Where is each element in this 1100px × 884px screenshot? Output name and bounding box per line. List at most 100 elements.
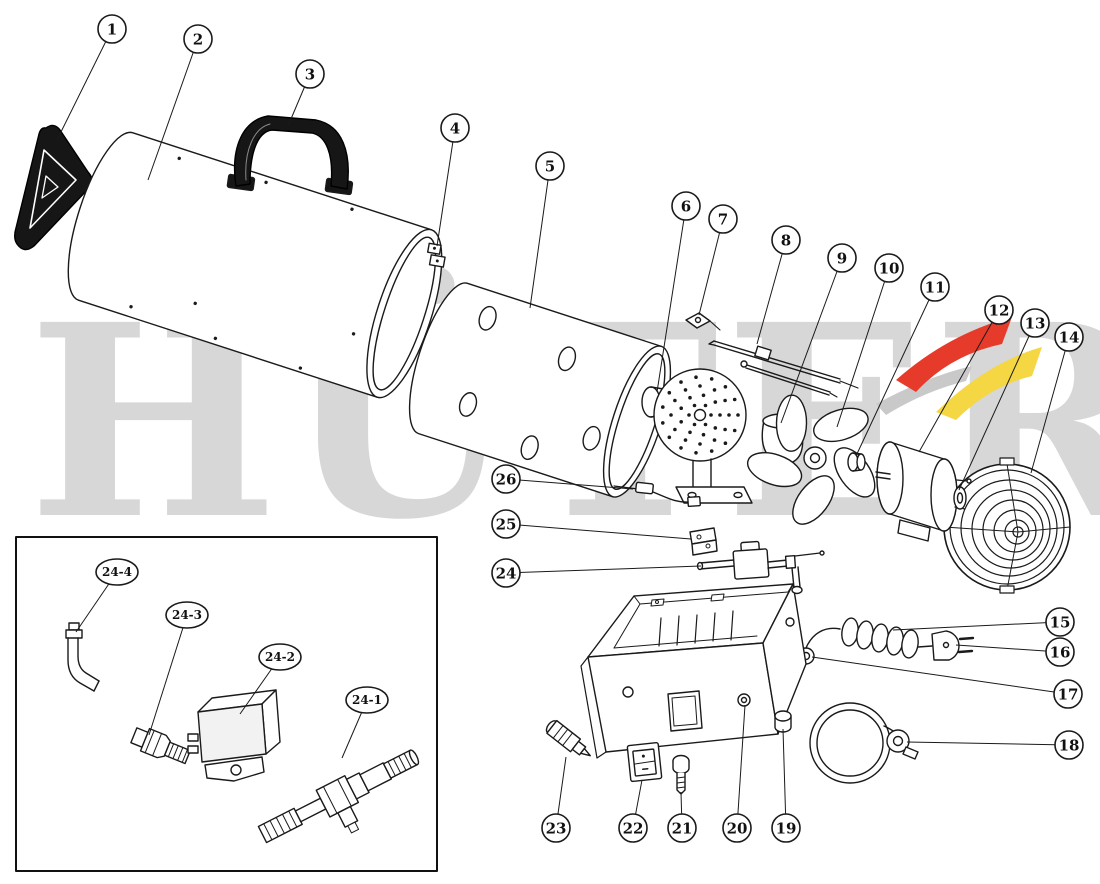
callout-number: 16	[1050, 644, 1071, 662]
part-24-1-valve-body	[257, 749, 420, 844]
callout-bubble	[771, 225, 801, 255]
callout-leader-line	[958, 322, 1036, 491]
part-25-bracket	[689, 527, 718, 556]
callout-number: 7	[718, 211, 728, 229]
callout-number: 22	[623, 820, 644, 838]
callout-5: 5	[529, 151, 565, 309]
part-11-shaft-nut	[847, 452, 866, 472]
callout-number: 14	[1059, 329, 1080, 347]
callout-bubble	[708, 204, 738, 234]
part-18-gas-hose	[809, 702, 919, 784]
callout-number: 2	[193, 31, 203, 49]
part-23-igniter	[545, 719, 591, 757]
callout-number: 24-1	[352, 693, 382, 707]
callout-24-4: 24-4	[75, 558, 139, 633]
part-8-ignition-electrode	[708, 340, 859, 389]
callout-number: 17	[1058, 686, 1079, 704]
inset-box	[15, 536, 438, 872]
callout-21: 21	[667, 791, 697, 843]
part-24-4-elbow	[65, 622, 100, 692]
callout-number: 11	[925, 279, 946, 297]
callout-bubble	[827, 243, 857, 273]
callout-leader-line	[756, 239, 787, 345]
callout-number: 15	[1050, 614, 1071, 632]
callout-9: 9	[780, 243, 857, 424]
part-24-2-solenoid	[187, 689, 281, 782]
callout-8: 8	[756, 225, 801, 345]
part-2-outer-shell	[67, 131, 443, 399]
callout-6: 6	[656, 191, 701, 393]
callout-bubble	[535, 151, 565, 181]
callout-bubble	[722, 813, 752, 843]
callout-bubble	[1020, 308, 1050, 338]
callout-15: 15	[892, 607, 1075, 637]
part-19-cap	[774, 710, 792, 733]
part-1-front-guard	[14, 124, 93, 251]
callout-bubble	[491, 509, 521, 539]
callout-bubble	[671, 191, 701, 221]
callout-number: 1	[107, 21, 117, 39]
callout-number: 13	[1025, 315, 1046, 333]
callout-bubble	[295, 59, 325, 89]
callout-layer: 1234567891011121314151617181920212223242…	[56, 14, 1084, 843]
callout-4: 4	[436, 113, 470, 247]
callout-number: 6	[681, 198, 691, 216]
part-24-gas-valve	[696, 540, 825, 595]
logo-gray-band	[876, 366, 972, 415]
callout-number: 12	[989, 302, 1010, 320]
callout-20: 20	[722, 704, 752, 843]
callout-17: 17	[811, 656, 1083, 709]
callout-number: 25	[496, 516, 517, 534]
callout-bubble	[491, 464, 521, 494]
callout-leader-line	[147, 38, 199, 181]
callout-14: 14	[1030, 322, 1084, 474]
callout-leader-line	[436, 127, 456, 247]
callout-bubble	[165, 601, 209, 629]
callout-24: 24	[491, 558, 702, 588]
callout-bubble	[984, 295, 1014, 325]
part-26-electrode	[613, 481, 701, 508]
part-13-washer	[953, 486, 967, 510]
callout-bubble	[541, 813, 571, 843]
callout-leader-line	[656, 205, 687, 393]
callout-number: 24-4	[102, 565, 132, 579]
part-4-clip	[426, 242, 446, 268]
callout-bubble	[258, 643, 302, 671]
callout-number: 23	[546, 820, 567, 838]
callout-leader-line	[855, 286, 936, 457]
callout-bubble	[440, 113, 470, 143]
callout-bubble	[1054, 730, 1084, 760]
part-5-inner-shell	[408, 282, 672, 498]
part-7-electrode-bracket	[685, 312, 721, 331]
callout-number: 24	[496, 565, 517, 583]
callout-24-2: 24-2	[239, 643, 302, 715]
callout-bubble	[920, 272, 950, 302]
callout-bubble	[771, 813, 801, 843]
part-12-motor	[875, 441, 972, 542]
callout-number: 8	[781, 232, 791, 250]
callout-26: 26	[491, 464, 634, 494]
brand-logo-swoosh	[876, 317, 1042, 420]
callout-leader-line	[736, 704, 746, 829]
part-24-3-fitting	[130, 727, 191, 765]
callout-number: 24-3	[172, 608, 202, 622]
part-10-fan	[746, 394, 876, 525]
callout-leader-line	[782, 728, 787, 829]
callout-bubble	[97, 14, 127, 44]
callout-bubble	[618, 813, 648, 843]
callout-number: 19	[776, 820, 797, 838]
callout-leader-line	[811, 656, 1069, 695]
callout-12: 12	[918, 295, 1014, 453]
part-14-fan-guard	[943, 457, 1071, 594]
callout-leader-line	[505, 478, 634, 490]
callout-bubble	[1054, 322, 1084, 352]
callout-19: 19	[771, 728, 801, 843]
part-15-power-cord	[805, 617, 933, 659]
part-21-screw	[672, 754, 690, 795]
callout-13: 13	[958, 308, 1050, 491]
callout-number: 10	[879, 260, 900, 278]
callout-bubble	[1045, 607, 1075, 637]
callout-number: 18	[1059, 737, 1080, 755]
